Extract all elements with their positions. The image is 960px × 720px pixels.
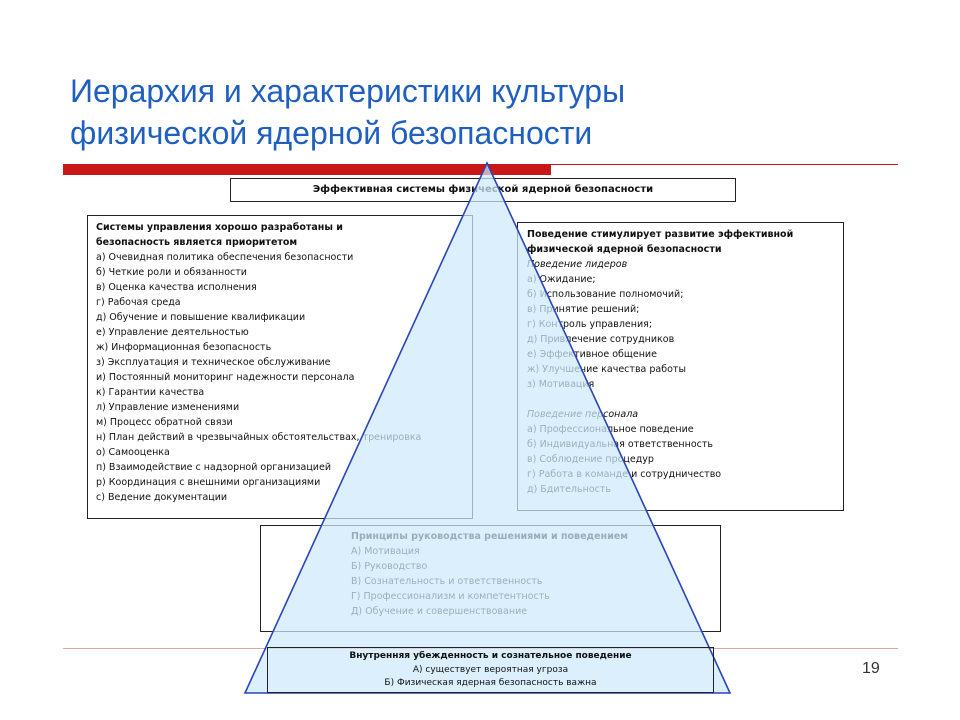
list-item: А) Мотивация [351, 546, 420, 557]
list-item: г) Рабочая среда [96, 297, 181, 308]
list-item: Б) Физическая ядерная безопасность важна [384, 678, 597, 688]
list-item: е) Эффективное общение [527, 349, 657, 360]
list-item: е) Управление деятельностью [96, 327, 249, 338]
list-item: з) Эксплуатация и техническое обслуживан… [96, 357, 331, 368]
behavior-header: физической ядерной безопасности [527, 244, 722, 255]
leaders-behavior-list: а) Ожидание; б) Использование полномочий;… [527, 272, 834, 392]
list-item: г) Работа в команде и сотрудничество [527, 469, 722, 480]
beliefs-list: А) существует вероятная угроза Б) Физичес… [268, 664, 713, 691]
list-item: в) Соблюдение процедур [527, 454, 654, 465]
management-systems-header: Системы управления хорошо разработаны и [96, 222, 343, 233]
list-item: ж) Улучшение качества работы [527, 364, 686, 375]
management-systems-list: а) Очевидная политика обеспечения безопа… [96, 250, 464, 505]
slide-title-line-1: Иерархия и характеристики культуры [70, 73, 626, 109]
staff-behavior-list: а) Профессиональное поведение б) Индивиду… [527, 422, 834, 497]
list-item: б) Использование полномочий; [527, 289, 684, 300]
list-item: д) Привлечение сотрудников [527, 334, 675, 345]
principles-list: А) Мотивация Б) Руководство В) Сознательно… [351, 544, 720, 619]
principles-box: Принципы руководства решениями и поведен… [260, 525, 721, 632]
list-item: в) Оценка качества исполнения [96, 282, 257, 293]
list-item: в) Принятие решений; [527, 304, 640, 315]
leaders-behavior-title: Поведение лидеров [527, 259, 628, 270]
list-item: б) Четкие роли и обязанности [96, 267, 247, 278]
accent-bar-thin [551, 164, 898, 165]
list-item: а) Очевидная политика обеспечения безопа… [96, 252, 354, 263]
slide-title: Иерархия и характеристики культуры физич… [70, 70, 870, 154]
list-item: д) Обучение и повышение квалификации [96, 312, 306, 323]
top-box: Эффективная системы физической ядерной б… [230, 178, 736, 202]
list-item: а) Ожидание; [527, 274, 596, 285]
management-systems-box: Системы управления хорошо разработаны и … [87, 215, 473, 519]
page-number: 19 [862, 660, 880, 677]
list-item: к) Гарантии качества [96, 387, 205, 398]
top-box-text: Эффективная системы физической ядерной б… [312, 184, 654, 195]
list-item: о) Самооценка [96, 447, 170, 458]
list-item: л) Управление изменениями [96, 402, 240, 413]
list-item: Г) Профессионализм и компетентность [351, 591, 550, 602]
list-item: г) Контроль управления; [527, 319, 653, 330]
list-item: р) Координация с внешними организациями [96, 477, 321, 488]
staff-behavior-title: Поведение персонала [527, 409, 639, 420]
list-item: и) Постоянный мониторинг надежности перс… [96, 372, 355, 383]
list-item: б) Индивидуальная ответственность [527, 439, 713, 450]
list-item: Б) Руководство [351, 561, 428, 572]
beliefs-header: Внутренняя убежденность и сознательное п… [349, 651, 632, 661]
list-item: ж) Информационная безопасность [96, 342, 272, 353]
list-item: п) Взаимодействие с надзорной организаци… [96, 462, 331, 473]
behavior-box: Поведение стимулирует развитие эффективн… [517, 222, 844, 511]
list-item: м) Процесс обратной связи [96, 417, 233, 428]
list-item: н) План действий в чрезвычайных обстояте… [96, 432, 422, 443]
beliefs-box: Внутренняя убежденность и сознательное п… [267, 647, 714, 693]
spacer [527, 392, 834, 407]
list-item: з) Мотивация [527, 379, 595, 390]
slide-title-line-2: физической ядерной безопасности [70, 115, 593, 151]
list-item: а) Профессиональное поведение [527, 424, 694, 435]
list-item: д) Бдительность [527, 484, 611, 495]
list-item: с) Ведение документации [96, 492, 228, 503]
accent-bar-thick [63, 164, 551, 175]
principles-header: Принципы руководства решениями и поведен… [351, 531, 629, 542]
management-systems-header: безопасность является приоритетом [96, 237, 298, 248]
list-item: В) Сознательность и ответственность [351, 576, 543, 587]
behavior-header: Поведение стимулирует развитие эффективн… [527, 229, 794, 240]
list-item: А) существует вероятная угроза [412, 664, 569, 675]
list-item: Д) Обучение и совершенствование [351, 606, 528, 617]
